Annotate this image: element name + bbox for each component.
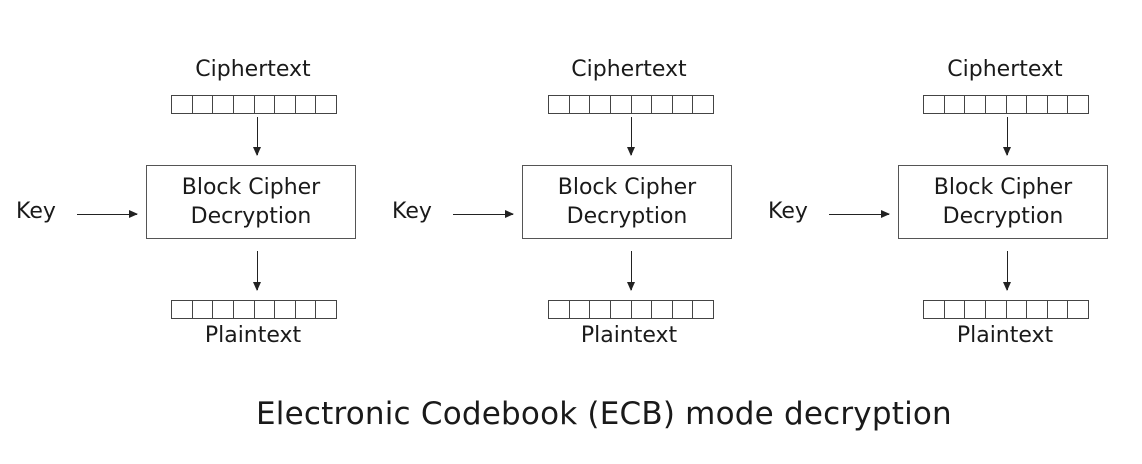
block-cell: [549, 96, 570, 113]
block-cell: [1007, 301, 1028, 318]
block-cipher-decryption-box: Block Cipher Decryption: [522, 165, 732, 239]
block-cell: [296, 96, 317, 113]
diagram-title: Electronic Codebook (ECB) mode decryptio…: [256, 396, 952, 432]
block-cell: [693, 301, 713, 318]
box-line-1: Block Cipher: [933, 175, 1073, 200]
block-cell: [193, 96, 214, 113]
block-cell: [255, 96, 276, 113]
stage-1: Ciphertext Block Cipher Decryption Key P…: [16, 0, 376, 380]
plaintext-block: [923, 300, 1089, 319]
block-cell: [275, 301, 296, 318]
block-cell: [1068, 96, 1088, 113]
box-line-2: Decryption: [566, 204, 688, 229]
block-cell: [673, 301, 694, 318]
block-cipher-decryption-box: Block Cipher Decryption: [146, 165, 356, 239]
block-cell: [965, 96, 986, 113]
block-cell: [234, 96, 255, 113]
block-cell: [632, 96, 653, 113]
block-cell: [590, 96, 611, 113]
box-line-1: Block Cipher: [557, 175, 697, 200]
block-cell: [632, 301, 653, 318]
block-cell: [1068, 301, 1088, 318]
ciphertext-label: Ciphertext: [195, 57, 311, 82]
block-cell: [213, 301, 234, 318]
block-cell: [172, 96, 193, 113]
block-cell: [652, 96, 673, 113]
block-cell: [549, 301, 570, 318]
ciphertext-label: Ciphertext: [947, 57, 1063, 82]
arrow-right-key: [77, 210, 138, 218]
block-cell: [172, 301, 193, 318]
arrow-down-to-cipher: [253, 117, 261, 156]
block-cell: [986, 301, 1007, 318]
ciphertext-block: [171, 95, 337, 114]
plaintext-block: [548, 300, 714, 319]
key-label: Key: [768, 199, 808, 224]
block-cell: [234, 301, 255, 318]
arrow-down-to-plaintext: [253, 251, 261, 291]
arrow-down-to-cipher: [627, 117, 635, 156]
block-cell: [924, 96, 945, 113]
block-cell: [316, 301, 336, 318]
block-cell: [1007, 96, 1028, 113]
block-cell: [275, 96, 296, 113]
block-cell: [316, 96, 336, 113]
block-cell: [296, 301, 317, 318]
block-cell: [590, 301, 611, 318]
ciphertext-block: [923, 95, 1089, 114]
block-cell: [945, 96, 966, 113]
arrow-down-to-plaintext: [627, 251, 635, 291]
arrow-right-key: [829, 210, 890, 218]
block-cell: [693, 96, 713, 113]
plaintext-label: Plaintext: [204, 323, 302, 348]
box-line-2: Decryption: [190, 204, 312, 229]
box-line-2: Decryption: [942, 204, 1064, 229]
ciphertext-label: Ciphertext: [571, 57, 687, 82]
block-cell: [965, 301, 986, 318]
block-cell: [255, 301, 276, 318]
arrow-down-to-cipher: [1003, 117, 1011, 156]
block-cell: [1027, 96, 1048, 113]
block-cell: [1027, 301, 1048, 318]
stage-3: Ciphertext Block Cipher Decryption Key P…: [768, 0, 1128, 380]
block-cell: [945, 301, 966, 318]
arrow-right-key: [453, 210, 514, 218]
ciphertext-block: [548, 95, 714, 114]
block-cell: [924, 301, 945, 318]
key-label: Key: [392, 199, 432, 224]
key-label: Key: [16, 199, 56, 224]
box-line-1: Block Cipher: [181, 175, 321, 200]
block-cell: [986, 96, 1007, 113]
arrow-down-to-plaintext: [1003, 251, 1011, 291]
stage-2: Ciphertext Block Cipher Decryption Key P…: [392, 0, 752, 380]
block-cell: [673, 96, 694, 113]
block-cell: [1048, 96, 1069, 113]
block-cell: [652, 301, 673, 318]
plaintext-label: Plaintext: [956, 323, 1054, 348]
plaintext-block: [171, 300, 337, 319]
block-cell: [570, 301, 591, 318]
block-cell: [611, 96, 632, 113]
block-cell: [1048, 301, 1069, 318]
plaintext-label: Plaintext: [580, 323, 678, 348]
block-cell: [193, 301, 214, 318]
block-cipher-decryption-box: Block Cipher Decryption: [898, 165, 1108, 239]
block-cell: [213, 96, 234, 113]
block-cell: [570, 96, 591, 113]
block-cell: [611, 301, 632, 318]
